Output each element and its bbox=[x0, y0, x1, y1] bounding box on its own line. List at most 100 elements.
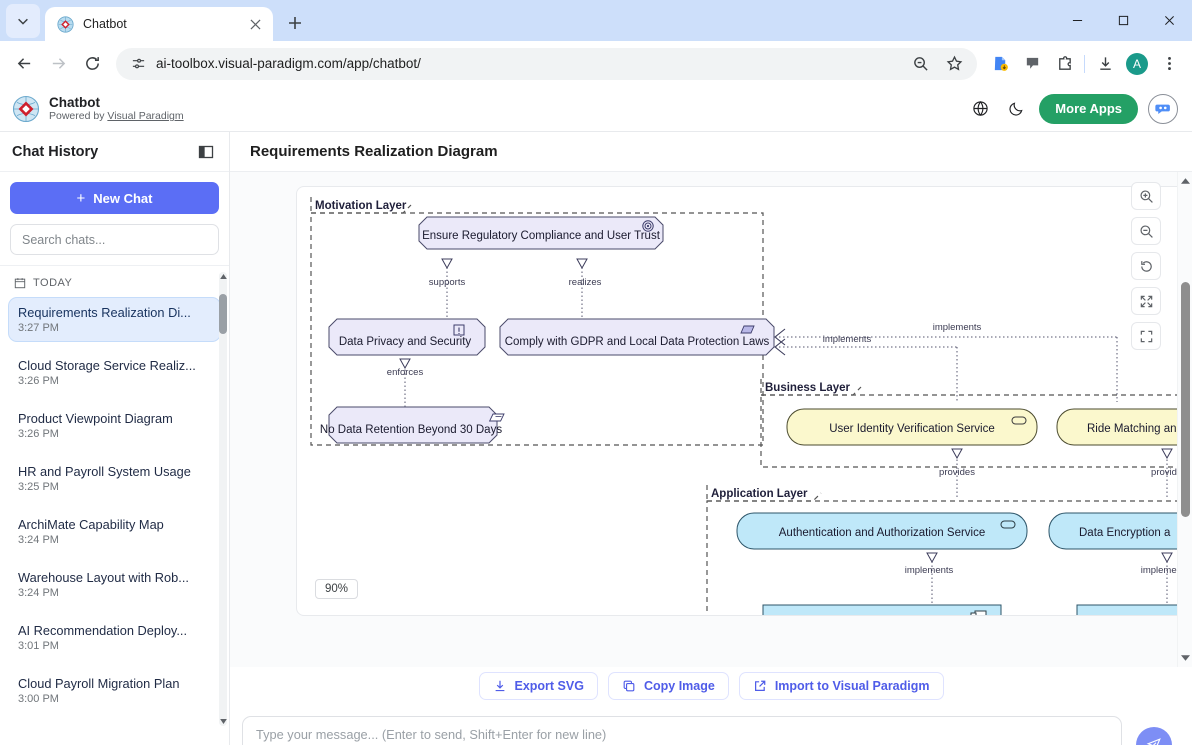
main-scroll-up-icon[interactable] bbox=[1178, 174, 1192, 188]
edge-label-implements-1: implements bbox=[933, 322, 982, 333]
chat-history-item[interactable]: Cloud Storage Service Realiz...3:26 PM bbox=[8, 350, 221, 395]
new-chat-button[interactable]: + New Chat bbox=[10, 182, 219, 214]
zoom-out-glyph bbox=[1139, 224, 1153, 238]
requirement-icon bbox=[740, 325, 755, 334]
reading-list-icon[interactable] bbox=[985, 49, 1015, 79]
main-header: Requirements Realization Diagram bbox=[230, 132, 1192, 172]
calendar-icon bbox=[14, 278, 26, 289]
search-input[interactable] bbox=[10, 224, 219, 255]
zoom-toolbar bbox=[1131, 182, 1161, 350]
chat-history-item[interactable]: AI Recommendation Deploy...3:01 PM bbox=[8, 615, 221, 660]
close-icon[interactable] bbox=[245, 14, 265, 34]
forward-icon bbox=[52, 58, 65, 69]
chat-item-time: 3:26 PM bbox=[18, 375, 59, 387]
main-scrollbar[interactable] bbox=[1177, 172, 1192, 667]
tab-search-button[interactable] bbox=[6, 4, 40, 38]
scroll-down-icon[interactable] bbox=[219, 717, 227, 726]
new-tab-button[interactable] bbox=[280, 8, 310, 38]
group-label-business: Business Layer bbox=[765, 382, 851, 394]
service-icon-1 bbox=[1011, 416, 1027, 425]
forward-button[interactable] bbox=[42, 48, 74, 80]
url-text: ai-toolbox.visual-paradigm.com/app/chatb… bbox=[156, 56, 421, 71]
reload-icon bbox=[85, 57, 99, 70]
header-actions: More Apps bbox=[967, 93, 1178, 124]
more-apps-button[interactable]: More Apps bbox=[1039, 93, 1138, 124]
visual-paradigm-link[interactable]: Visual Paradigm bbox=[107, 110, 184, 123]
chevron-down-icon bbox=[18, 18, 28, 25]
history-group-label: TODAY bbox=[33, 277, 73, 289]
chat-item-time: 3:24 PM bbox=[18, 587, 59, 599]
omnibox-actions bbox=[905, 49, 973, 79]
minimize-button[interactable] bbox=[1054, 0, 1100, 41]
chat-history-item[interactable]: Requirements Realization Di...3:27 PM bbox=[8, 297, 221, 342]
globe-icon[interactable] bbox=[967, 96, 993, 122]
node-req1: Comply with GDPR and Local Data Protecti… bbox=[505, 336, 770, 348]
chat-item-title: Warehouse Layout with Rob... bbox=[18, 570, 189, 585]
bookmark-star-icon[interactable] bbox=[939, 49, 969, 79]
sidebar: Chat History + New Chat TODAY Requiremen… bbox=[0, 132, 230, 745]
reset-zoom-icon[interactable] bbox=[1131, 252, 1161, 280]
edge-label-provides-1: provides bbox=[939, 467, 975, 478]
close-glyph bbox=[249, 18, 261, 30]
reload-button[interactable] bbox=[76, 48, 108, 80]
fit-screen-icon[interactable] bbox=[1131, 287, 1161, 315]
node-bsvc2: Ride Matching an bbox=[1087, 423, 1177, 435]
back-button[interactable] bbox=[8, 48, 40, 80]
chat-bubble-icon bbox=[1026, 57, 1038, 69]
sidebar-scroll-thumb[interactable] bbox=[219, 294, 227, 334]
comment-icon[interactable] bbox=[1017, 49, 1047, 79]
diagram-card: Motivation Layer Ensure Regulatory Compl… bbox=[296, 186, 1177, 616]
copy-icon bbox=[623, 680, 635, 692]
goal-icon bbox=[642, 220, 654, 232]
copy-image-button[interactable]: Copy Image bbox=[607, 672, 729, 700]
chat-items-container: Requirements Realization Di...3:27 PM Clo… bbox=[8, 297, 221, 713]
page-title: Requirements Realization Diagram bbox=[250, 143, 498, 160]
maximize-button[interactable] bbox=[1100, 0, 1146, 41]
chatbot-avatar-icon[interactable] bbox=[1148, 93, 1178, 124]
import-to-vp-button[interactable]: Import to Visual Paradigm bbox=[738, 672, 944, 700]
chat-item-title: Product Viewpoint Diagram bbox=[18, 411, 173, 426]
close-window-button[interactable] bbox=[1146, 0, 1192, 41]
chat-item-time: 3:01 PM bbox=[18, 640, 59, 652]
panel-collapse-icon[interactable] bbox=[195, 141, 217, 163]
minimize-icon bbox=[1072, 19, 1082, 22]
browser-tab[interactable]: Chatbot bbox=[45, 7, 273, 41]
extensions-icon[interactable] bbox=[1049, 49, 1079, 79]
caret-down-glyph bbox=[219, 719, 227, 724]
zoom-in-icon[interactable] bbox=[1131, 182, 1161, 210]
chat-item-time: 3:24 PM bbox=[18, 534, 59, 546]
send-button[interactable] bbox=[1136, 727, 1172, 745]
zoom-out-icon[interactable] bbox=[905, 49, 935, 79]
toolbar-divider bbox=[1084, 54, 1085, 73]
edge-label-enforces: enforces bbox=[387, 367, 424, 378]
plus-icon bbox=[289, 17, 301, 29]
site-settings-icon[interactable] bbox=[126, 52, 150, 76]
kebab-icon bbox=[1167, 56, 1171, 71]
browser-toolbar: ai-toolbox.visual-paradigm.com/app/chatb… bbox=[0, 41, 1192, 86]
main-scroll-down-icon[interactable] bbox=[1178, 651, 1192, 665]
fullscreen-icon[interactable] bbox=[1131, 322, 1161, 350]
expand-arrows-glyph bbox=[1140, 295, 1152, 307]
more-menu-icon[interactable] bbox=[1154, 49, 1184, 79]
download-icon[interactable] bbox=[1090, 49, 1120, 79]
diagram-canvas[interactable]: Motivation Layer Ensure Regulatory Compl… bbox=[230, 172, 1177, 667]
main-scroll-thumb[interactable] bbox=[1181, 282, 1190, 517]
constraint-icon bbox=[488, 413, 505, 422]
moon-icon[interactable] bbox=[1003, 96, 1029, 122]
zoom-out-icon[interactable] bbox=[1131, 217, 1161, 245]
window-controls bbox=[1054, 0, 1192, 41]
app-title: Chatbot bbox=[49, 94, 100, 110]
address-bar[interactable]: ai-toolbox.visual-paradigm.com/app/chatb… bbox=[116, 47, 977, 80]
sidebar-scrollbar[interactable] bbox=[219, 272, 227, 726]
chat-history-item[interactable]: Warehouse Layout with Rob... 3:24 PM bbox=[8, 562, 221, 607]
scroll-up-icon[interactable] bbox=[219, 272, 227, 281]
export-svg-button[interactable]: Export SVG bbox=[478, 672, 598, 700]
sidebar-title: Chat History bbox=[12, 143, 99, 160]
main-panel: Requirements Realization Diagram Motivat… bbox=[230, 132, 1192, 745]
message-input[interactable] bbox=[242, 716, 1122, 745]
profile-avatar[interactable]: A bbox=[1122, 49, 1152, 79]
